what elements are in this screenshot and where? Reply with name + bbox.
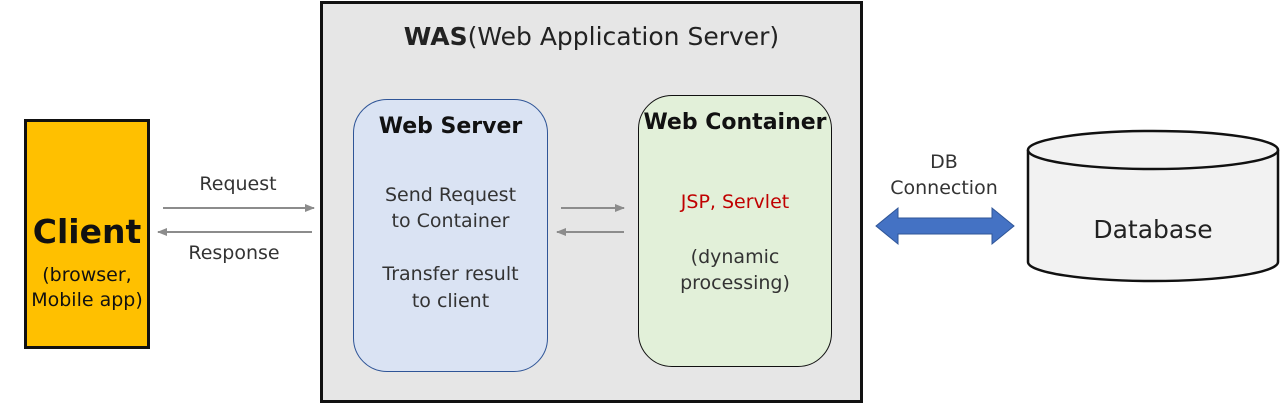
- client-title: Client: [32, 212, 142, 251]
- db-connection-double-arrow: [875, 206, 1015, 246]
- database-label: Database: [1093, 215, 1213, 244]
- was-title: WAS(Web Application Server): [320, 22, 863, 51]
- db-connection-line2: Connection: [890, 177, 998, 199]
- response-label: Response: [188, 242, 280, 264]
- client-subtitle-line2: Mobile app): [31, 289, 143, 311]
- client-subtitle-line1: (browser,: [42, 264, 132, 286]
- web-container-box: [638, 95, 832, 367]
- web-server-text1-line1: Send Request: [384, 184, 517, 206]
- web-container-title: Web Container: [643, 110, 827, 135]
- web-container-tech: JSP, Servlet: [680, 191, 790, 213]
- web-server-title: Web Server: [378, 114, 523, 139]
- web-container-text-line1: (dynamic: [690, 246, 780, 268]
- db-connection-line1: DB: [930, 151, 958, 173]
- was-title-rest: (Web Application Server): [467, 22, 780, 51]
- web-server-box: [353, 99, 548, 372]
- web-server-text2-line1: Transfer result: [382, 263, 519, 285]
- web-server-text2-line2: to client: [411, 290, 490, 312]
- web-container-text-line2: processing): [680, 272, 790, 294]
- web-server-text1-line2: to Container: [391, 210, 510, 232]
- client-box: [24, 119, 150, 349]
- request-label: Request: [199, 173, 277, 195]
- database-cylinder: [1026, 129, 1280, 283]
- was-title-bold: WAS: [403, 22, 468, 51]
